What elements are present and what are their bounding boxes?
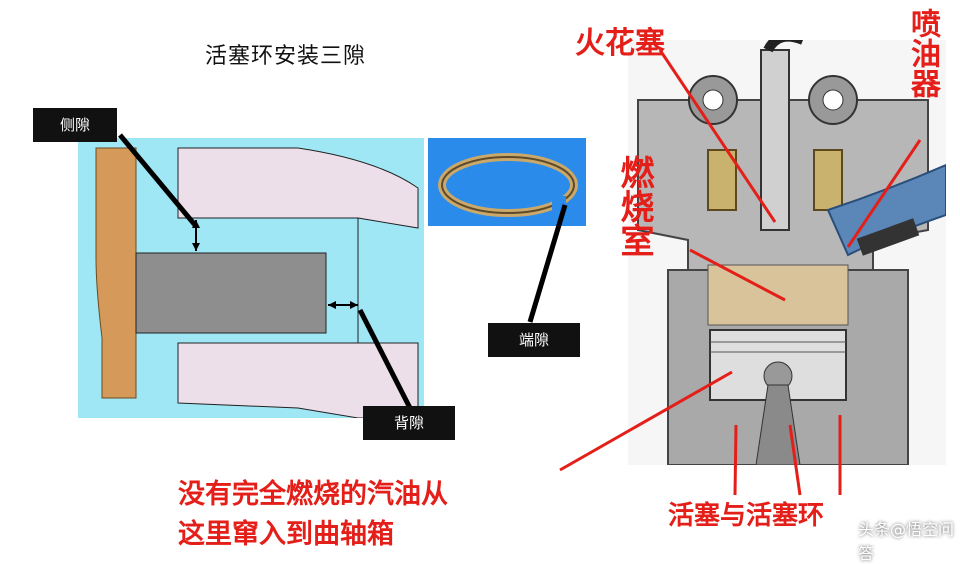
valve-spring-right (813, 149, 843, 211)
note-line-1: 没有完全燃烧的汽油从 (178, 479, 448, 510)
watermark: 头条@悟空问答 (858, 520, 955, 563)
note-line-2: 这里窜入到曲轴箱 (178, 519, 394, 550)
fuel-injector (856, 218, 920, 256)
combustion-chamber-label: 燃烧室 (614, 155, 654, 257)
valve-spring-left (707, 149, 737, 211)
spark-plug-label: 火花塞 (575, 26, 665, 61)
injector-label: 喷油器 (905, 8, 940, 98)
piston-land-upper (177, 147, 419, 418)
spark-plug (760, 49, 790, 231)
back-gap-label: 背隙 (363, 406, 455, 440)
connecting-rod (755, 384, 801, 465)
end-gap-label: 端隙 (488, 323, 580, 357)
piston-ring-section (135, 252, 327, 334)
ring-groove-drawing (95, 147, 419, 418)
ring-groove-diagram (78, 138, 424, 418)
piston-rings-label: 活塞与活塞环 (668, 501, 825, 531)
piston-ring-photo (428, 138, 586, 226)
cylinder-wall (95, 147, 137, 399)
page-title: 活塞环安装三隙 (205, 44, 367, 69)
side-gap-label: 侧隙 (33, 108, 117, 142)
engine-cutaway-image (628, 40, 946, 465)
